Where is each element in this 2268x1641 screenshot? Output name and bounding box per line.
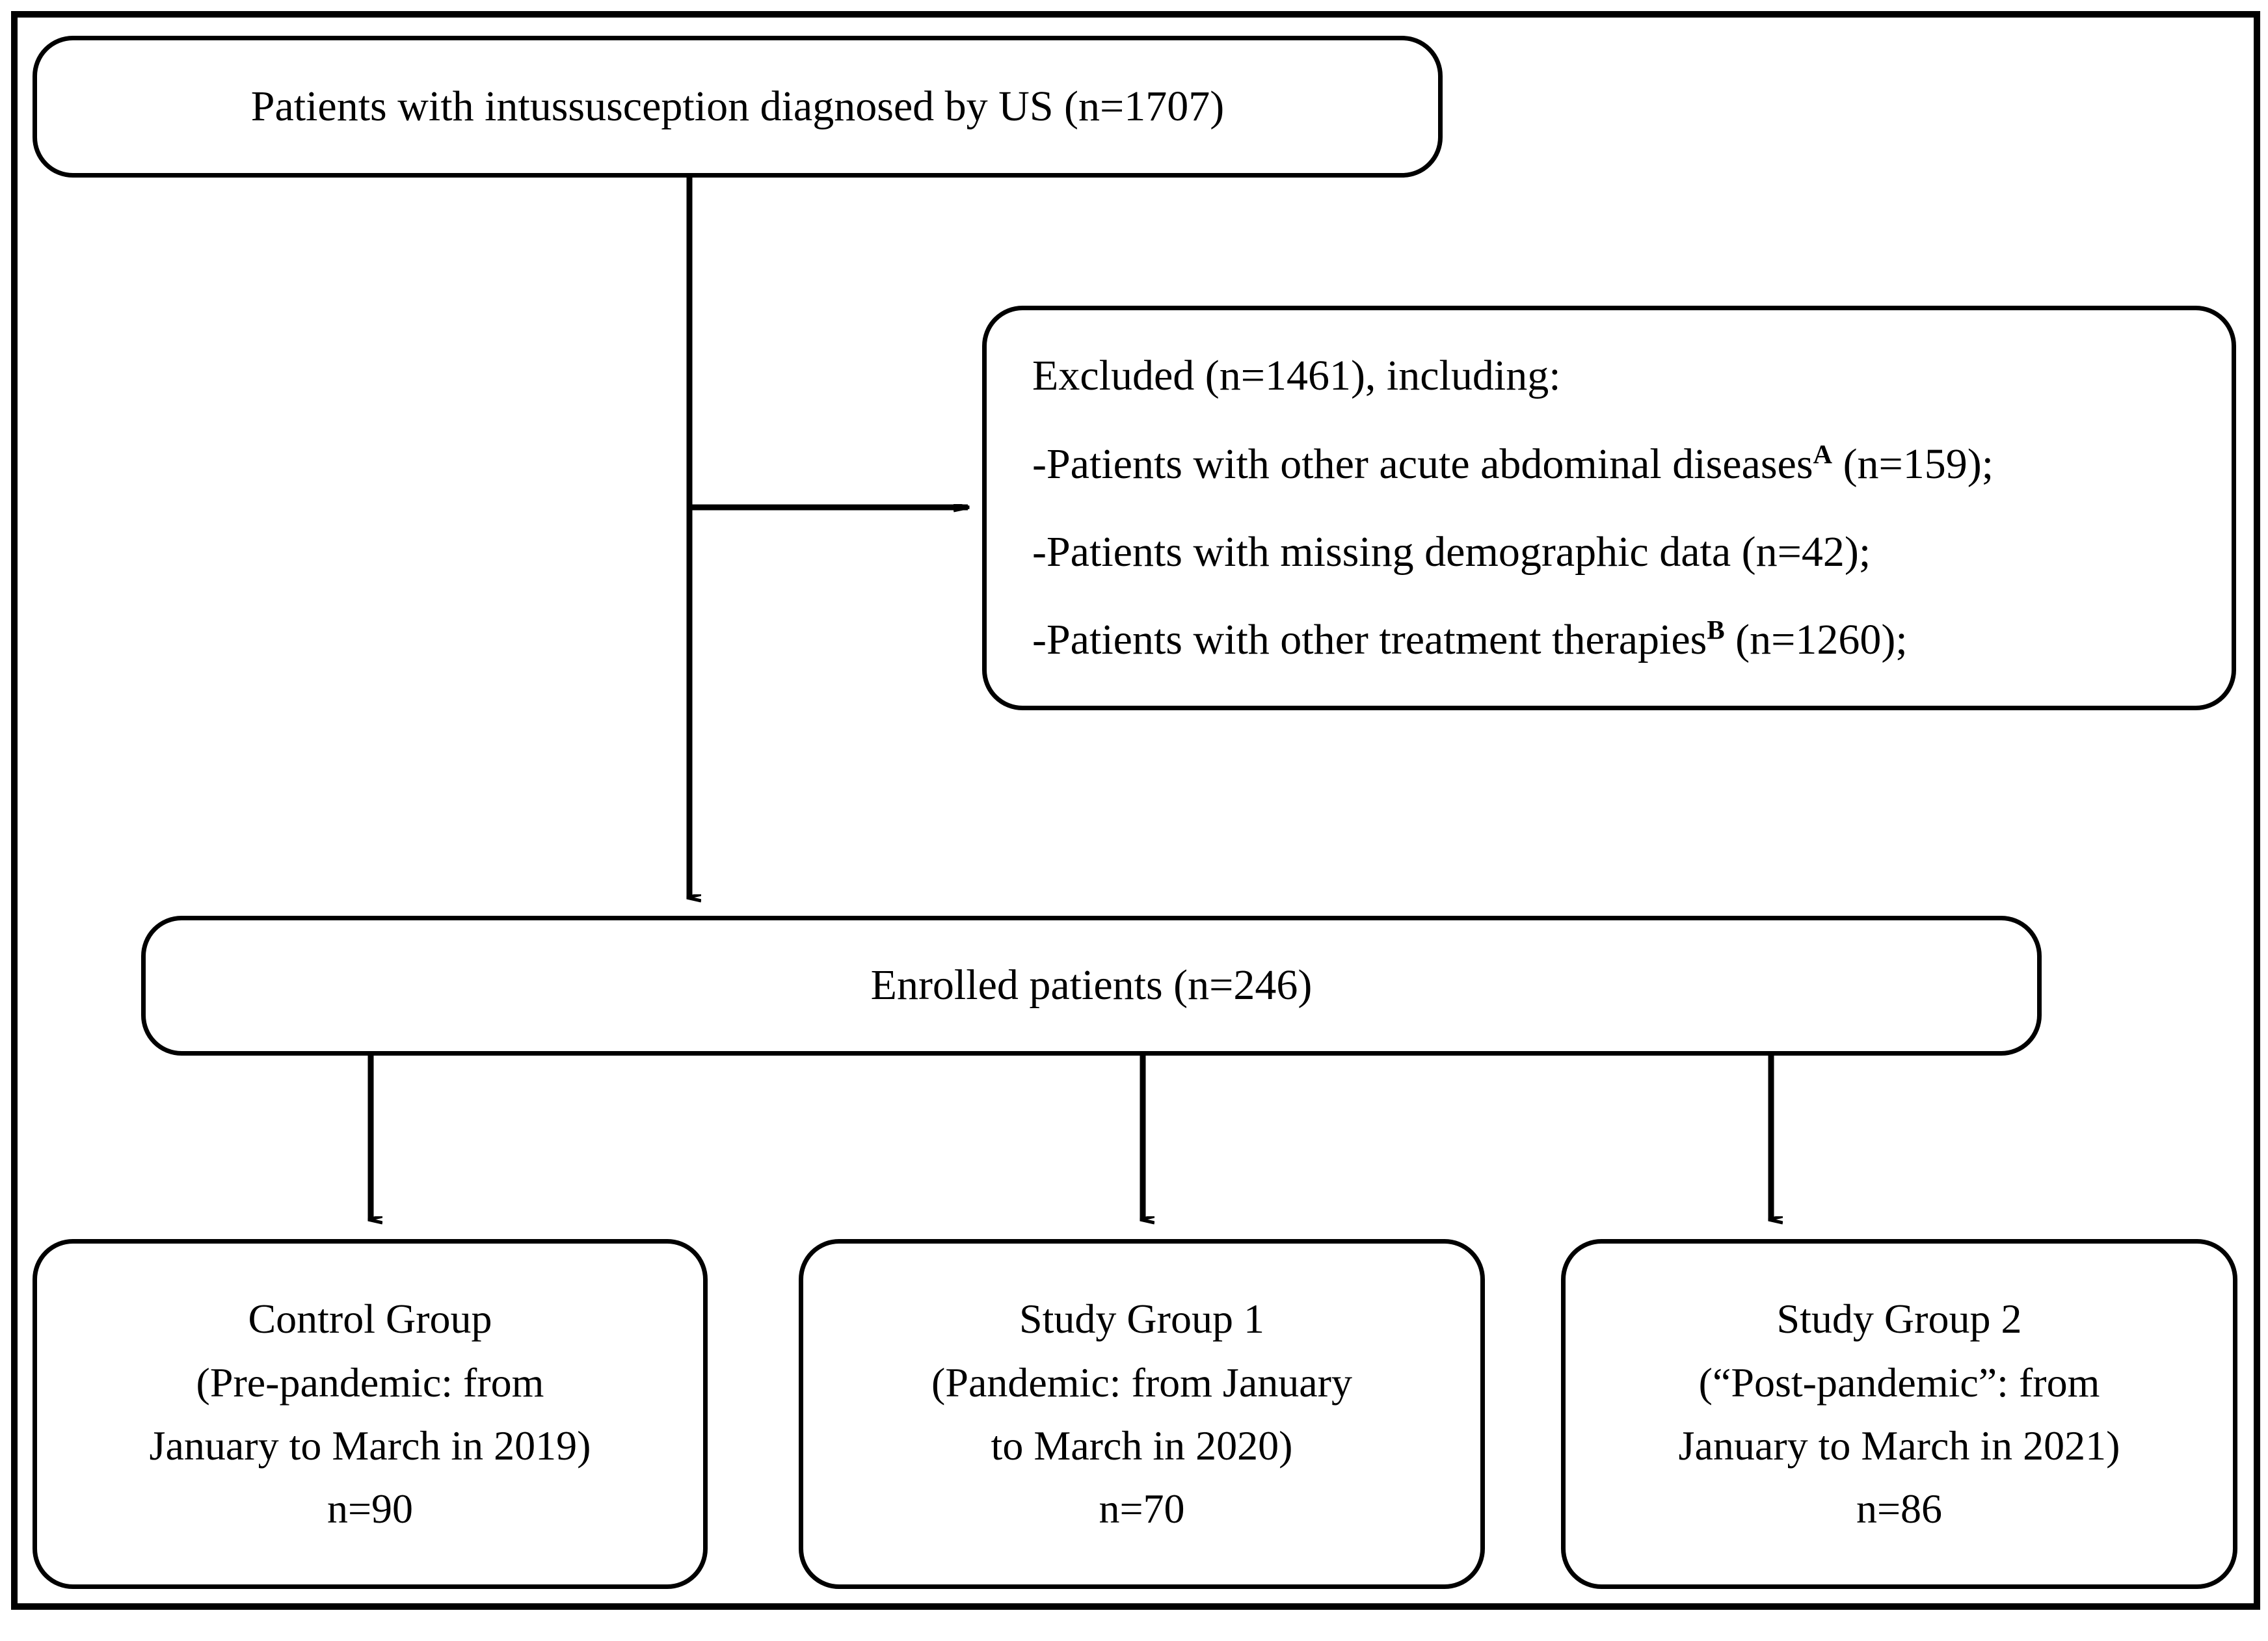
- study-group-1-period-line2: to March in 2020): [991, 1422, 1293, 1469]
- study-group-2-period-line1: (“Post-pandemic”: from: [1698, 1359, 2100, 1406]
- study-group-1-period-line1: (Pandemic: from January: [931, 1359, 1352, 1406]
- node-study-group-2: Study Group 2 (“Post-pandemic”: from Jan…: [1561, 1239, 2237, 1589]
- excluded-reason-2-text: -Patients with missing demographic data: [1032, 528, 1731, 576]
- excluded-reason-3-text: -Patients with other treatment therapies: [1032, 616, 1707, 664]
- study-group-1-title: Study Group 1: [1019, 1296, 1264, 1342]
- screened-label: Patients with intussusception diagnosed …: [250, 82, 1225, 130]
- control-group-period-line2: January to March in 2019): [149, 1422, 591, 1469]
- excluded-reason-2-count: (n=42);: [1731, 528, 1871, 576]
- node-enrolled-patients: Enrolled patients (n=246): [141, 916, 2042, 1056]
- excluded-reason-1-marker: A: [1813, 439, 1833, 469]
- node-control-group: Control Group (Pre-pandemic: from Januar…: [33, 1239, 708, 1589]
- control-group-period-line1: (Pre-pandemic: from: [196, 1359, 544, 1406]
- excluded-reason-3: -Patients with other treatment therapies…: [1032, 596, 1908, 684]
- node-excluded: Excluded (n=1461), including: -Patients …: [982, 306, 2236, 710]
- study-group-1-count: n=70: [1099, 1486, 1185, 1532]
- node-study-group-1: Study Group 1 (Pandemic: from January to…: [799, 1239, 1485, 1589]
- study-group-2-period-line2: January to March in 2021): [1678, 1422, 2120, 1469]
- excluded-reason-2: -Patients with missing demographic data …: [1032, 508, 1871, 596]
- study-group-2-title: Study Group 2: [1776, 1296, 2022, 1342]
- outer-frame: [11, 11, 2260, 1610]
- control-group-count: n=90: [327, 1486, 414, 1532]
- excluded-reason-1-count: (n=159);: [1832, 440, 1994, 488]
- node-screened-patients: Patients with intussusception diagnosed …: [33, 36, 1443, 178]
- enrolled-label: Enrolled patients (n=246): [870, 961, 1313, 1009]
- excluded-header: Excluded (n=1461), including:: [1032, 352, 1561, 400]
- excluded-reason-1: -Patients with other acute abdominal dis…: [1032, 420, 1994, 508]
- excluded-reason-3-count: (n=1260);: [1724, 616, 1908, 664]
- excluded-reason-3-marker: B: [1707, 615, 1725, 645]
- control-group-title: Control Group: [248, 1296, 492, 1342]
- study-group-2-count: n=86: [1856, 1486, 1943, 1532]
- excluded-reason-1-text: -Patients with other acute abdominal dis…: [1032, 440, 1813, 488]
